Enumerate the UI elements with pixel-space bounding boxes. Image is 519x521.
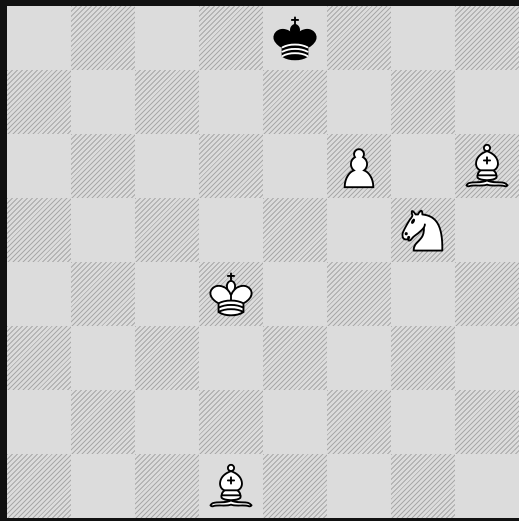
square-b6[interactable] (71, 134, 135, 198)
square-e2[interactable] (263, 390, 327, 454)
square-e3[interactable] (263, 326, 327, 390)
square-b7[interactable] (71, 70, 135, 134)
square-g8[interactable] (391, 6, 455, 70)
square-a8[interactable] (7, 6, 71, 70)
square-b8[interactable] (71, 6, 135, 70)
square-h2[interactable] (455, 390, 519, 454)
square-c6[interactable] (135, 134, 199, 198)
square-b5[interactable] (71, 198, 135, 262)
square-a3[interactable] (7, 326, 71, 390)
square-c3[interactable] (135, 326, 199, 390)
square-d1[interactable] (199, 454, 263, 518)
square-h7[interactable] (455, 70, 519, 134)
square-g1[interactable] (391, 454, 455, 518)
white-pawn-icon[interactable] (327, 134, 391, 198)
chess-board[interactable] (7, 6, 519, 518)
square-g7[interactable] (391, 70, 455, 134)
square-a2[interactable] (7, 390, 71, 454)
square-a5[interactable] (7, 198, 71, 262)
square-a1[interactable] (7, 454, 71, 518)
square-g4[interactable] (391, 262, 455, 326)
square-c1[interactable] (135, 454, 199, 518)
square-h8[interactable] (455, 6, 519, 70)
square-b4[interactable] (71, 262, 135, 326)
square-e8[interactable] (263, 6, 327, 70)
square-f1[interactable] (327, 454, 391, 518)
square-d5[interactable] (199, 198, 263, 262)
square-f8[interactable] (327, 6, 391, 70)
square-e4[interactable] (263, 262, 327, 326)
square-g5[interactable] (391, 198, 455, 262)
square-f4[interactable] (327, 262, 391, 326)
square-e1[interactable] (263, 454, 327, 518)
square-e7[interactable] (263, 70, 327, 134)
square-e6[interactable] (263, 134, 327, 198)
square-f7[interactable] (327, 70, 391, 134)
white-king-icon[interactable] (199, 262, 263, 326)
square-d4[interactable] (199, 262, 263, 326)
square-b1[interactable] (71, 454, 135, 518)
square-h5[interactable] (455, 198, 519, 262)
square-c4[interactable] (135, 262, 199, 326)
black-king-icon[interactable] (263, 6, 327, 70)
square-c5[interactable] (135, 198, 199, 262)
square-h6[interactable] (455, 134, 519, 198)
square-a7[interactable] (7, 70, 71, 134)
square-f2[interactable] (327, 390, 391, 454)
square-d8[interactable] (199, 6, 263, 70)
square-a4[interactable] (7, 262, 71, 326)
square-e5[interactable] (263, 198, 327, 262)
square-f5[interactable] (327, 198, 391, 262)
white-bishop-icon[interactable] (199, 454, 263, 518)
white-knight-icon[interactable] (391, 198, 455, 262)
square-g6[interactable] (391, 134, 455, 198)
square-b3[interactable] (71, 326, 135, 390)
square-d2[interactable] (199, 390, 263, 454)
square-d6[interactable] (199, 134, 263, 198)
square-g3[interactable] (391, 326, 455, 390)
square-d3[interactable] (199, 326, 263, 390)
square-f6[interactable] (327, 134, 391, 198)
square-c7[interactable] (135, 70, 199, 134)
square-f3[interactable] (327, 326, 391, 390)
square-d7[interactable] (199, 70, 263, 134)
square-b2[interactable] (71, 390, 135, 454)
square-h1[interactable] (455, 454, 519, 518)
square-g2[interactable] (391, 390, 455, 454)
square-h3[interactable] (455, 326, 519, 390)
square-c8[interactable] (135, 6, 199, 70)
square-c2[interactable] (135, 390, 199, 454)
white-bishop-icon[interactable] (455, 134, 519, 198)
square-a6[interactable] (7, 134, 71, 198)
square-h4[interactable] (455, 262, 519, 326)
